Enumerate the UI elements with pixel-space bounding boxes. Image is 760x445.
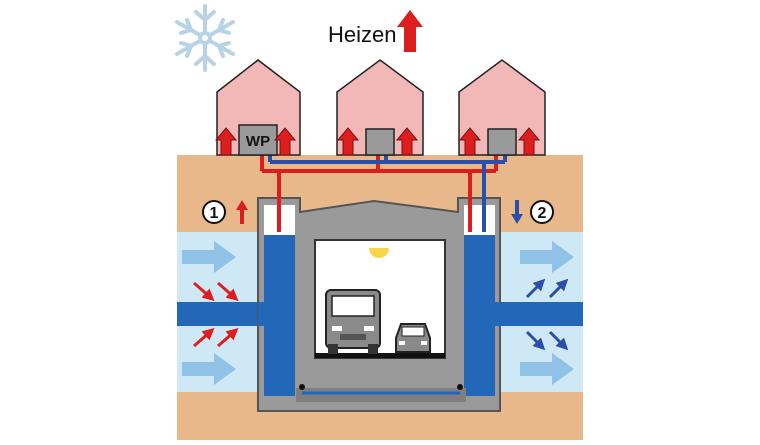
cold-arrow	[548, 330, 569, 351]
heat-pump-box	[238, 124, 278, 156]
car-windshield	[401, 326, 425, 337]
car	[395, 323, 431, 353]
marker-1: 1	[202, 200, 248, 224]
lamp	[369, 248, 389, 258]
car-light	[399, 341, 405, 345]
flow-arrow-right-top	[520, 241, 574, 273]
warm-inflow-arrows	[193, 281, 239, 348]
warm-arrow	[193, 281, 215, 301]
truck-light	[332, 326, 342, 331]
warm-arrow	[193, 328, 215, 348]
marker-2-label: 2	[538, 205, 547, 222]
flow-arrow-left-bottom	[182, 353, 236, 385]
marker-2: 2	[511, 200, 554, 224]
arrow-up-icon	[517, 127, 541, 156]
marker-1-label: 1	[210, 205, 219, 222]
marker-1-circle	[202, 200, 226, 224]
house-2	[336, 59, 424, 156]
heat-pump-box	[487, 128, 517, 156]
arrow-up-icon	[273, 127, 297, 156]
marker-1-arrow-up-icon	[236, 200, 248, 224]
truck-light	[364, 326, 374, 331]
aquifer-right	[493, 302, 583, 326]
left-connector	[258, 302, 266, 326]
truck	[325, 289, 381, 354]
arrow-up-icon	[214, 127, 238, 156]
marker-2-arrow-down-icon	[511, 200, 523, 224]
road-surface	[315, 353, 445, 358]
truck-wheel	[328, 344, 338, 354]
marker-2-circle	[530, 200, 554, 224]
arrow-up-icon	[336, 127, 360, 156]
truck-windshield	[331, 295, 375, 317]
left-shaft-water	[264, 235, 295, 396]
heat-pump-box	[365, 128, 395, 156]
flow-arrows	[182, 241, 574, 385]
aquifer-left	[177, 302, 267, 326]
arrow-up-icon	[458, 127, 482, 156]
cold-arrow	[525, 330, 546, 351]
heating-arrow-icon	[397, 10, 423, 52]
pipe-node	[457, 384, 463, 390]
cold-pipes	[268, 155, 507, 232]
title: Heizen	[328, 22, 396, 47]
snowflake-icon	[175, 4, 235, 72]
truck-grille	[340, 334, 366, 340]
warm-arrow	[217, 328, 239, 348]
pipe-node	[299, 384, 305, 390]
heat-pump-label: WP	[246, 133, 270, 150]
cold-arrow	[525, 278, 546, 299]
house-heating-arrows	[214, 127, 541, 156]
warm-arrow	[217, 281, 239, 301]
truck-wheel	[368, 344, 378, 354]
right-shaft-water	[464, 235, 495, 396]
house-1: WP	[216, 59, 301, 156]
cold-outflow-arrows	[525, 278, 569, 351]
bottom-channel	[296, 388, 466, 402]
cold-arrow	[548, 278, 569, 299]
right-connector	[493, 302, 501, 326]
flow-arrow-left-top	[182, 241, 236, 273]
flow-arrow-right-bottom	[520, 353, 574, 385]
arrow-up-icon	[395, 127, 419, 156]
car-light	[421, 341, 427, 345]
